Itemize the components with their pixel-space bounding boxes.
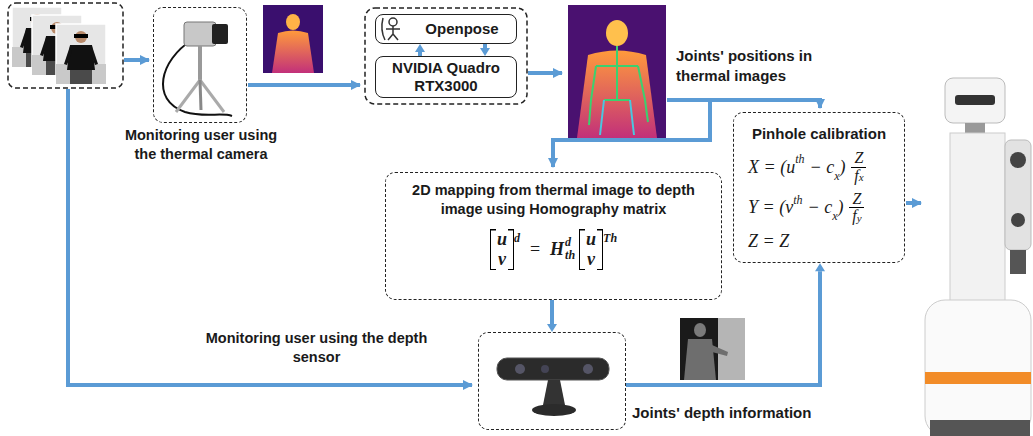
superscript: d bbox=[565, 236, 575, 249]
arrow-head bbox=[547, 324, 557, 332]
operator: = bbox=[530, 239, 540, 260]
superscript: d bbox=[514, 231, 520, 246]
equation-part: Y = (v bbox=[748, 197, 793, 218]
process-box: Openpose bbox=[375, 14, 517, 44]
equation: uvd=HdthuvTh bbox=[386, 229, 721, 270]
matrix: uv bbox=[579, 229, 603, 270]
equation-part: f bbox=[852, 208, 856, 225]
box-label: Openpose bbox=[425, 20, 498, 38]
subscript: th bbox=[565, 249, 575, 262]
denominator: fy bbox=[852, 208, 861, 225]
subscript: x bbox=[832, 209, 837, 224]
matrix-entry: v bbox=[498, 249, 506, 270]
equation: Y = (vth − cx) Zfy bbox=[748, 191, 904, 226]
arrow-head bbox=[480, 48, 490, 56]
annotation-label: Joints' positions in thermal images bbox=[676, 46, 846, 85]
connector bbox=[547, 300, 557, 332]
subscript: y bbox=[857, 213, 862, 225]
arrow-head bbox=[815, 263, 825, 271]
matrix-symbol: H bbox=[550, 239, 564, 260]
box-heading: 2D mapping from thermal image to depth i… bbox=[386, 173, 721, 219]
matrix-entry: v bbox=[587, 249, 595, 270]
matrix: uv bbox=[490, 229, 514, 270]
process-box: 2D mapping from thermal image to depth i… bbox=[385, 172, 722, 300]
connector-line bbox=[626, 271, 820, 385]
camera-box: Monitoring user using the thermal camera bbox=[153, 7, 247, 123]
superscript: th bbox=[795, 152, 804, 167]
connector-line bbox=[550, 300, 554, 324]
equation-part: f bbox=[854, 168, 858, 185]
numerator: Z bbox=[851, 150, 866, 168]
equation-part: − c bbox=[807, 197, 832, 218]
equation-part: ) bbox=[837, 197, 843, 218]
connector bbox=[415, 44, 425, 56]
equation: X = (uth− cx)Zfx bbox=[748, 150, 904, 185]
connector-line bbox=[483, 44, 487, 48]
process-box: Pinhole calibrationX = (uth− cx)ZfxY = (… bbox=[733, 112, 905, 263]
index-stack: dth bbox=[565, 236, 575, 262]
superscript: Th bbox=[603, 231, 617, 246]
connector bbox=[626, 263, 825, 385]
sensor-box: Monitoring user using the depth sensor bbox=[478, 332, 626, 430]
box-heading: Pinhole calibration bbox=[734, 113, 904, 144]
equation-part: X = (u bbox=[748, 157, 795, 178]
fraction: Zfy bbox=[849, 191, 864, 226]
equation-part: ) bbox=[839, 157, 845, 178]
process-box: NVIDIA Quadro RTX3000 bbox=[375, 56, 517, 98]
box-label: NVIDIA Quadro RTX3000 bbox=[388, 59, 504, 95]
equation: Z = Z bbox=[748, 231, 904, 252]
arrow-head bbox=[415, 44, 425, 52]
node-heading: Monitoring user using the thermal camera bbox=[113, 126, 289, 164]
equation-part: − c bbox=[809, 157, 834, 178]
node-heading: Monitoring user using the depth sensor bbox=[204, 329, 429, 367]
matrix-entry: u bbox=[586, 229, 596, 250]
superscript: th bbox=[793, 193, 802, 208]
subscript: x bbox=[834, 169, 839, 184]
edge-label: Joints' depth information bbox=[632, 404, 811, 421]
connector bbox=[480, 44, 490, 56]
subscript: x bbox=[859, 172, 864, 184]
numerator: Z bbox=[849, 191, 864, 209]
fraction: Zfx bbox=[851, 150, 866, 185]
denominator: fx bbox=[854, 168, 863, 185]
matrix-entry: u bbox=[497, 229, 507, 250]
